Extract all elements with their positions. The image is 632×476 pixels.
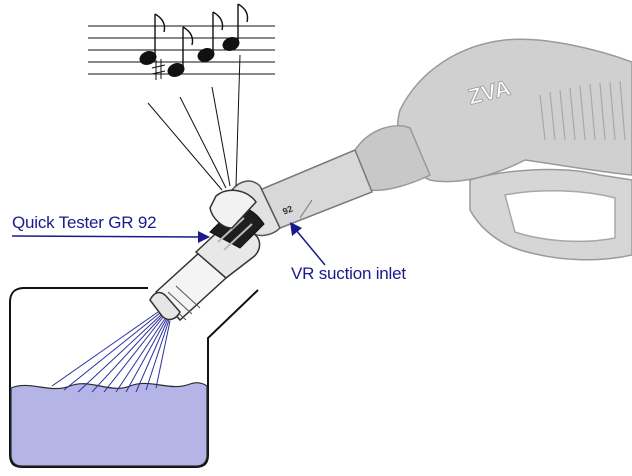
sharp-sign-icon <box>151 59 166 80</box>
inlet-callout-arrow <box>290 222 326 266</box>
tester-callout-arrow <box>11 231 210 243</box>
spray-lines <box>51 311 171 393</box>
liquid-level <box>10 382 208 467</box>
quick-tester-label: Quick Tester GR 92 <box>12 213 157 232</box>
sound-lines <box>147 54 241 191</box>
music-notes-icon <box>88 3 275 80</box>
nozzle-model-text: 92 <box>281 204 294 217</box>
fuel-tank <box>9 287 259 468</box>
fuel-nozzle-icon: ZVA 92 <box>231 38 632 261</box>
vr-suction-inlet-label: VR suction inlet <box>291 264 406 283</box>
quick-tester-device <box>149 189 265 322</box>
